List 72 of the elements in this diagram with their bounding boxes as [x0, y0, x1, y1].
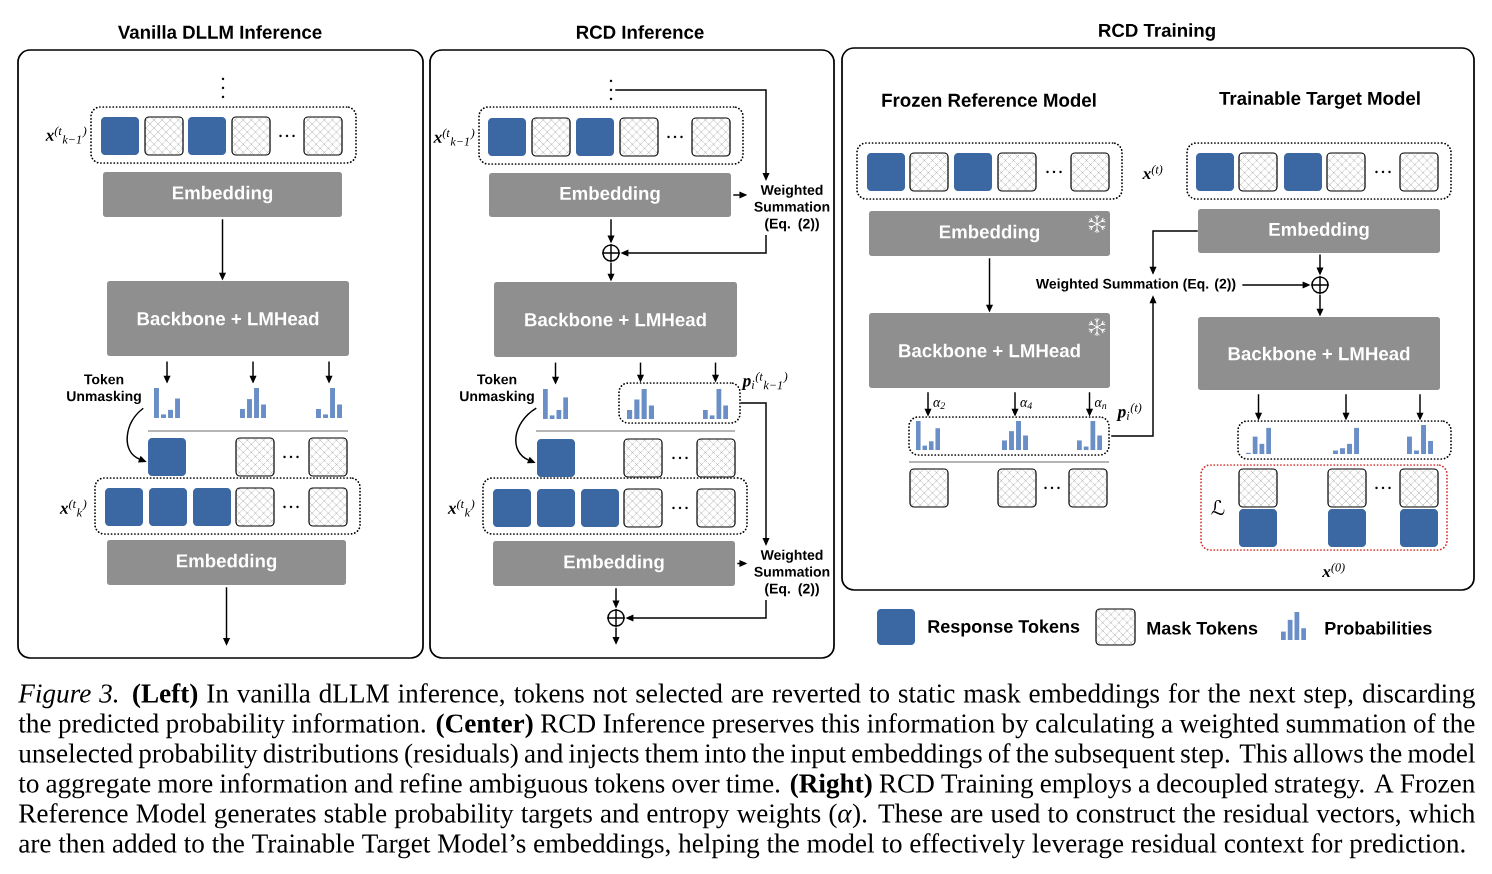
- circled-plus: [606, 608, 626, 628]
- math-label: x$^{(0)}$: [1322, 562, 1345, 578]
- dotted-frame: [1237, 420, 1452, 460]
- bar-chart-icon: [1246, 427, 1271, 454]
- bar-chart-icon: [316, 388, 342, 418]
- annotation-text: Weighted Summation (Eq. (2)): [754, 184, 830, 232]
- math-label: x$^{(t}$k−1): [45, 126, 87, 144]
- bar-chart-icon: [1333, 427, 1359, 454]
- module-box: Embedding: [103, 172, 342, 217]
- bar-chart-icon: [154, 388, 180, 418]
- math-label: p$_{i}$(t): [1116, 403, 1142, 421]
- module-box: Embedding: [107, 540, 346, 585]
- mask-token: [997, 468, 1037, 508]
- response-token: [537, 439, 575, 477]
- module-box: Embedding: [493, 541, 735, 586]
- mask-token: [1068, 468, 1108, 508]
- module-box: Backbone + LMHead: [1198, 317, 1440, 390]
- circled-plus: [1310, 275, 1330, 295]
- mask-token: [1399, 152, 1439, 192]
- legend-label: Mask Tokens: [1147, 621, 1258, 635]
- mask-token: [909, 468, 949, 508]
- dotted-frame: [618, 382, 741, 424]
- mask-token: [691, 117, 731, 157]
- edge-label: α$_{2}$: [933, 400, 945, 409]
- arrow: [515, 407, 537, 464]
- mask-token: [308, 437, 348, 477]
- mask-token: [1238, 468, 1278, 508]
- annotation-text: Weighted Summation (Eq. (2)): [754, 549, 830, 597]
- edge-label: α$_{n}$: [1094, 400, 1107, 409]
- module-box: Embedding: [869, 211, 1110, 256]
- panel-title: RCD Inference: [576, 25, 704, 39]
- circled-plus: [601, 243, 621, 263]
- math-label: p$_{i}$(tk−1): [741, 372, 788, 390]
- bar-chart-icon: [1002, 421, 1028, 450]
- module-box: Embedding: [489, 173, 731, 217]
- mask-token: [696, 488, 736, 528]
- response-token: [148, 438, 186, 476]
- annotation-text: Token Unmasking: [460, 374, 534, 404]
- mask-token: [1070, 152, 1110, 192]
- loss-symbol: ℒ: [1211, 499, 1225, 516]
- dotted-frame: [908, 416, 1110, 456]
- bar-chart-icon: [703, 389, 728, 419]
- panel-title: Vanilla DLLM Inference: [117, 25, 322, 39]
- mask-token: [308, 487, 348, 527]
- math-label: x$^{(t}$k): [59, 499, 87, 517]
- bar-chart-icon: [543, 389, 568, 419]
- edge-label: α$_{4}$: [1020, 400, 1032, 409]
- bar-chart-icon: [1077, 421, 1102, 450]
- bar-chart-icon: [1407, 425, 1433, 454]
- math-label: x$^{(t)}$: [1142, 164, 1163, 180]
- module-box: Backbone + LMHead: [494, 282, 737, 357]
- column-heading: Trainable Target Model: [1219, 91, 1420, 109]
- annotation-text: Token Unmasking: [67, 374, 141, 404]
- annotation-text: Weighted Summation (Eq. (2)): [1035, 278, 1236, 292]
- bar-chart-icon: [916, 421, 940, 450]
- mask-token: [303, 116, 343, 156]
- mask-token: [235, 437, 275, 477]
- column-heading: Frozen Reference Model: [882, 93, 1096, 107]
- bar-chart-icon: [240, 388, 266, 418]
- mask-token: [696, 438, 736, 478]
- bar-chart-icon: [627, 389, 654, 419]
- legend-label: Response Tokens: [928, 619, 1080, 637]
- panel-title: RCD Training: [1099, 23, 1215, 41]
- math-label: x$^{(t}$k): [447, 499, 475, 517]
- mask-token: [623, 438, 663, 478]
- legend-label: Probabilities: [1325, 621, 1432, 635]
- caption: Figure 3. (Left) In vanilla dLLM inference, tokens not selected are reverted to static mask embeddings for the next step, discarding the predicted probability information. (Center) RCD Inference preserves this information by calculating a weighted summation of the unselected probability distributions (residuals) and injects them into the input embeddings of the subsequent step. This allows the model to aggregate more information and refine ambiguous tokens over time. (Right) RCD Training employs a decoupled strategy. A Frozen Reference Model generates stable probability targets and entropy weights (α). These are used to construct the residual vectors, which are then added to the Trainable Target Model’s embeddings, helping the model to effectively leverage residual context for prediction.: [18, 683, 1475, 859]
- module-box: Backbone + LMHead: [107, 281, 349, 356]
- module-box: Backbone + LMHead: [869, 313, 1110, 388]
- vertical-ellipsis-icon: [609, 79, 613, 101]
- module-box: Embedding: [1198, 209, 1440, 253]
- math-label: x$^{(t}$k−1): [433, 128, 475, 146]
